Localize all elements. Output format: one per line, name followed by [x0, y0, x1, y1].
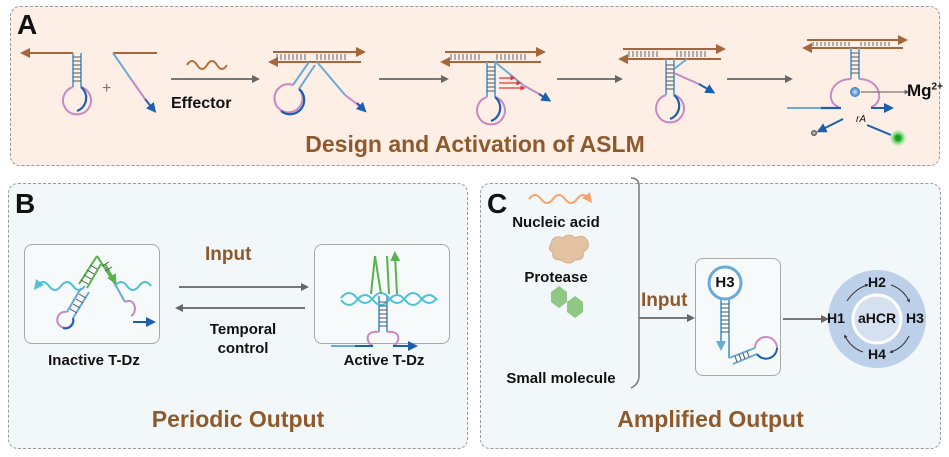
- panel-b-input-label: Input: [205, 244, 252, 265]
- small-molecule-icon: [551, 286, 583, 318]
- cycle-node-h2: H2: [868, 274, 886, 290]
- strand-displacement-arrows: [499, 75, 526, 91]
- active-aslm: [787, 35, 910, 147]
- panel-a: A +: [10, 6, 943, 166]
- aslm-hairpin: [20, 48, 92, 116]
- plus-sign: +: [102, 80, 111, 97]
- cycle-node-h3: H3: [906, 310, 924, 326]
- panel-b-letter: B: [15, 188, 36, 219]
- effector-label: Effector: [171, 95, 232, 112]
- inactive-tdz-structure: [33, 255, 156, 330]
- stage-3-complex: [440, 47, 552, 126]
- cycle-node-h4: H4: [868, 346, 886, 362]
- panel-b-diagram: [33, 251, 438, 351]
- panel-b: B: [8, 183, 468, 449]
- nucleic-acid-icon: [528, 191, 593, 204]
- active-tdz-label: Active T-Dz: [343, 352, 425, 369]
- mg-ion-label: Mg2+: [907, 81, 943, 100]
- ribo-adenosine-label: rA: [856, 114, 866, 125]
- panel-a-title: Design and Activation of ASLM: [305, 131, 645, 157]
- inactive-tdz-label: Inactive T-Dz: [48, 352, 140, 369]
- h3-hairpin-label: H3: [715, 274, 735, 291]
- panel-c: C: [480, 177, 941, 449]
- substrate-strand: [112, 52, 157, 113]
- panel-c-input-label: Input: [641, 290, 688, 311]
- cycle-node-h1: H1: [827, 310, 845, 326]
- ahcr-cycle: [828, 270, 926, 368]
- protease-icon: [548, 234, 589, 264]
- input-small-molecule-label: Small molecule: [506, 370, 616, 387]
- input-protease-label: Protease: [524, 269, 588, 286]
- h3-hairpin: [707, 265, 778, 365]
- panel-a-letter: A: [17, 9, 38, 40]
- active-tdz-structure: [331, 251, 438, 351]
- panel-a-diagram: +: [20, 35, 910, 147]
- ahcr-center-label: aHCR: [857, 310, 897, 326]
- stage-4-complex: [618, 44, 726, 124]
- input-bracket: [630, 177, 640, 389]
- panel-c-letter: C: [487, 188, 508, 219]
- temporal-control-label: Temporal control: [209, 321, 277, 357]
- input-nucleic-acid-label: Nucleic acid: [512, 214, 600, 231]
- effector-wave: [186, 60, 228, 70]
- panel-c-diagram: [528, 177, 926, 389]
- inactive-tdz-box: [24, 244, 160, 344]
- stage-2-complex: [268, 47, 367, 116]
- panel-c-title: Amplified Output: [617, 406, 804, 432]
- panel-b-title: Periodic Output: [151, 406, 325, 432]
